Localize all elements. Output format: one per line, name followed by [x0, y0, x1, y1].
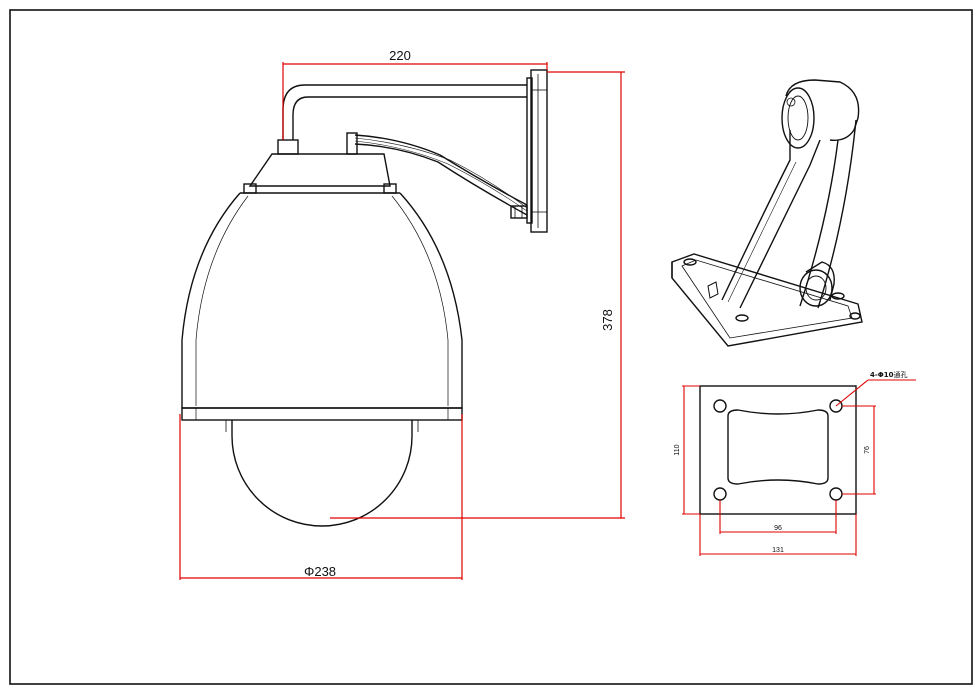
base-hole-4	[849, 312, 861, 320]
housing-cap	[243, 153, 397, 194]
camera-dome	[225, 420, 419, 527]
base-hole-2	[735, 314, 749, 322]
hole-horizontal-spacing-label: 96	[774, 525, 782, 532]
total-height-label: 378	[600, 309, 615, 331]
mount-stubs	[277, 132, 358, 155]
camera-side-view	[181, 69, 548, 527]
plate-width-label: 131	[772, 547, 784, 554]
bracket-arm	[282, 84, 528, 216]
plate-holes-label: 4-Φ10通孔	[870, 370, 907, 379]
plate-top-view	[699, 385, 857, 515]
plate-height-label: 110	[674, 444, 681, 455]
bracket-width-label: 220	[389, 48, 411, 63]
housing-body	[181, 192, 463, 421]
main-dimensions	[179, 62, 625, 580]
plate-dimensions	[682, 379, 916, 556]
plate-hole-tl	[713, 399, 727, 413]
base-hole-3	[831, 292, 845, 300]
base-hole-1	[683, 258, 697, 266]
dome-diameter-label: Φ238	[304, 564, 336, 579]
plate-hole-bl	[713, 487, 727, 501]
drawing-frame	[9, 9, 973, 685]
wall-plate	[526, 69, 548, 233]
plate-hole-br	[829, 487, 843, 501]
bracket-isometric-view	[671, 79, 863, 347]
plate-opening	[727, 409, 829, 485]
hole-vertical-spacing-label: 76	[864, 446, 871, 454]
